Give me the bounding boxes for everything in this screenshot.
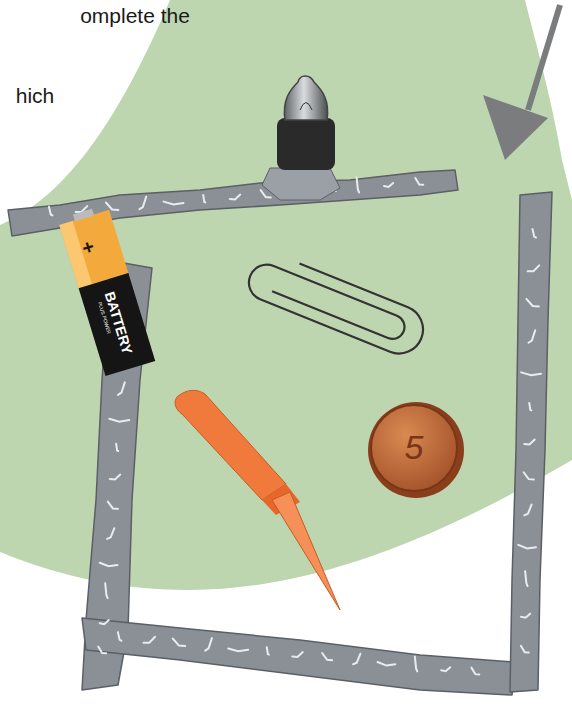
coin-value: 5 [405, 429, 424, 466]
foil-crinkle [49, 207, 53, 216]
coin [368, 402, 464, 498]
foil-crinkle [292, 652, 302, 657]
foil-crinkle [524, 472, 534, 479]
foil-crinkle [230, 195, 240, 200]
foil-crinkle [267, 647, 269, 654]
foil-crinkle [118, 632, 122, 641]
orange-crayon [175, 390, 340, 610]
foil-crinkle [441, 667, 450, 671]
foil-crinkle [357, 178, 359, 193]
foil-crinkle [100, 563, 118, 567]
foil-crinkle [110, 475, 120, 480]
foil-crinkle [353, 654, 360, 665]
foil-crinkle [322, 653, 332, 660]
foil-crinkle [106, 202, 118, 210]
foil-crinkle [98, 647, 106, 654]
battery [58, 204, 156, 376]
foil-crinkle [532, 229, 536, 238]
foil-crinkle [521, 646, 529, 653]
foil-crinkle [528, 265, 540, 271]
cut-off-text: hich [16, 84, 55, 107]
foil-crinkle [524, 505, 531, 516]
foil-crinkle [529, 403, 531, 410]
foil-crinkle [525, 571, 527, 586]
foil-crinkle [528, 330, 535, 343]
paperclip [243, 248, 430, 361]
foil-crinkle [173, 639, 185, 647]
foil-crinkle [143, 637, 155, 643]
foil-crinkle [118, 382, 125, 395]
foil-crinkle [415, 178, 423, 185]
foil-crinkle [108, 502, 118, 509]
foil-crinkle [203, 195, 205, 202]
light-bulb [262, 76, 340, 200]
foil-crinkle [521, 372, 541, 375]
foil-crinkle [116, 444, 118, 451]
pointer-arrow [483, 5, 560, 160]
foil-crinkle [384, 183, 393, 187]
foil-crinkle [105, 583, 107, 598]
cut-off-text: omplete the [80, 4, 190, 27]
foil-crinkle [205, 638, 212, 651]
foil-crinkle [107, 528, 114, 539]
foil-crinkle [164, 202, 184, 205]
foil-strips [8, 170, 552, 695]
foil-crinkle [471, 668, 479, 675]
foil-crinkle [228, 648, 248, 651]
foil-crinkle [378, 662, 396, 666]
foil-crinkle [415, 657, 417, 672]
foil-crinkle [526, 299, 538, 307]
foil-crinkle [109, 419, 129, 422]
foil-crinkle [100, 620, 109, 624]
foil-crinkle [518, 545, 536, 549]
foil-crinkle [521, 614, 530, 618]
foil-crinkle [139, 197, 146, 210]
foil-crinkle [524, 440, 534, 445]
